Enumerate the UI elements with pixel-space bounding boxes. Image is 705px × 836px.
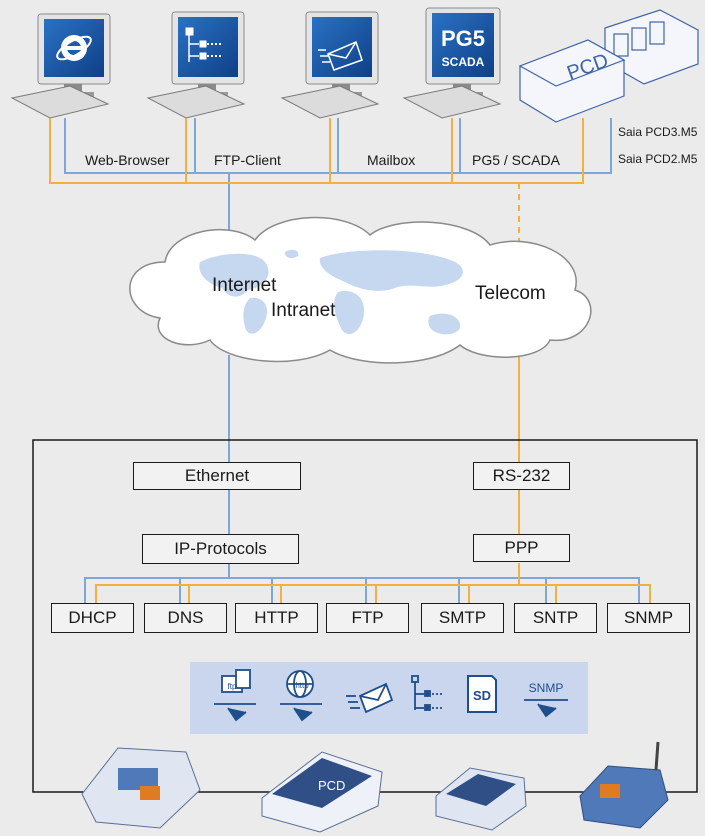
protocol-dns: DNS <box>144 603 227 633</box>
snmp-hand-icon: SNMP <box>524 681 568 718</box>
protocol-sntp: SNTP <box>514 603 597 633</box>
telecom-label: Telecom <box>475 283 546 304</box>
device-label-pcd2: Saia PCD2.M5 <box>618 152 698 166</box>
ethernet-line <box>64 118 640 604</box>
serial-line <box>49 118 651 604</box>
world-map <box>199 249 463 335</box>
saia-device-pcd1 <box>435 767 527 831</box>
saia-pcd-devices-top: PCD <box>518 9 699 123</box>
svg-text:SD: SD <box>473 688 491 703</box>
internet-explorer-icon <box>56 35 92 61</box>
http-globe-icon: http <box>280 670 322 722</box>
internet-cloud <box>129 216 592 364</box>
svg-text:SNMP: SNMP <box>529 681 564 695</box>
ftp-tree-icon <box>185 27 222 62</box>
computer-ftp-client <box>146 11 246 119</box>
web-browser-label: Web-Browser <box>85 152 170 168</box>
sd-card-icon: SD <box>467 675 497 713</box>
internet-label: Internet <box>212 275 277 296</box>
ppp-box: PPP <box>473 534 570 562</box>
saia-device-pcd3 <box>81 747 201 829</box>
mailbox-label: Mailbox <box>367 152 416 168</box>
email-icon <box>346 682 394 714</box>
rs232-box: RS-232 <box>473 462 570 490</box>
protocol-http: HTTP <box>235 603 318 633</box>
computer-mailbox <box>280 11 380 119</box>
svg-text:PCD: PCD <box>318 778 345 793</box>
ftp-client-label: FTP-Client <box>214 152 281 168</box>
ftp-hand-icon: ftp <box>214 669 256 722</box>
device-label-pcd3: Saia PCD3.M5 <box>618 125 698 139</box>
file-tree-icon <box>411 675 442 711</box>
ethernet-box: Ethernet <box>133 462 301 490</box>
ip-protocols-box: IP-Protocols <box>142 534 299 564</box>
protocol-snmp: SNMP <box>607 603 690 633</box>
protocol-smtp: SMTP <box>421 603 504 633</box>
svg-text:http: http <box>295 681 309 690</box>
protocol-dhcp: DHCP <box>51 603 134 633</box>
saia-device-wireless <box>579 741 669 829</box>
scada-screen-text: SCADA <box>442 55 485 69</box>
pg5-scada-label: PG5 / SCADA <box>472 152 560 168</box>
protocol-ftp: FTP <box>326 603 409 633</box>
mail-icon <box>318 40 363 71</box>
svg-text:ftp: ftp <box>228 682 237 691</box>
computer-pg5-scada: PG5 SCADA <box>402 7 502 119</box>
intranet-label: Intranet <box>271 300 336 321</box>
pg5-screen-text: PG5 <box>441 26 485 51</box>
saia-device-pcd2: PCD <box>261 751 383 833</box>
computer-web-browser <box>10 13 111 119</box>
